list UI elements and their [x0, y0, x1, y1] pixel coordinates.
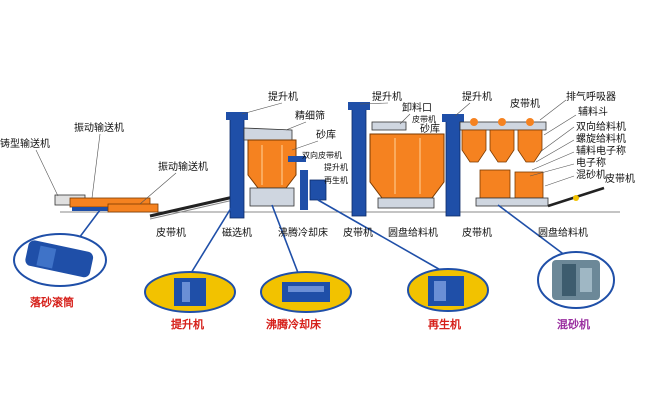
sand-bin-1	[247, 139, 297, 207]
elevator-small	[300, 170, 308, 210]
label-sand-bin-1: 砂库	[316, 128, 336, 141]
elevator-2	[348, 102, 370, 217]
label-elevator-2: 提升机	[372, 90, 402, 103]
caption-cooling-bed: 沸腾冷却床	[266, 317, 322, 331]
caption-regenerator: 再生机	[428, 317, 461, 331]
belt-conveyor-1	[149, 194, 239, 220]
label-belt-conveyor-5: 皮带机	[605, 172, 635, 185]
cooling-bed-bubble	[260, 271, 352, 313]
label-boiling-cooling-bed: 沸腾冷却床	[278, 226, 328, 239]
label-belt-small: 皮带机	[412, 114, 436, 124]
label-belt-conveyor-3: 皮带机	[462, 226, 492, 239]
label-aux-scale: 辅料电子称	[576, 144, 626, 157]
belt-conveyor-5	[547, 186, 605, 208]
label-belt-conveyor-4: 皮带机	[510, 97, 540, 110]
label-disc-feeder-1: 圆盘给料机	[388, 226, 438, 239]
label-sand-mixer: 混砂机	[576, 168, 606, 181]
label-elevator-3: 提升机	[462, 90, 492, 103]
drum-bubble	[13, 233, 107, 287]
label-screw-feeder: 螺旋给料机	[576, 132, 626, 145]
double-belt-feeder	[288, 156, 306, 162]
pointer-lines	[69, 199, 575, 279]
label-belt-conveyor-1: 皮带机	[156, 226, 186, 239]
caption-drum: 落砂滚筒	[30, 295, 74, 309]
vibrating-conveyor-2	[107, 203, 159, 213]
label-leader-lines	[35, 99, 577, 205]
label-unloading-port: 卸料口	[402, 101, 432, 114]
sand-bin-2	[369, 133, 445, 209]
label-elevator-1: 提升机	[268, 90, 298, 103]
caption-mixer: 混砂机	[557, 317, 590, 331]
label-casting-conveyor: 铸型输送机	[0, 137, 50, 150]
label-aux-hopper: 辅料斗	[578, 105, 608, 118]
sand-mixer-machine	[475, 169, 549, 207]
label-elevator-small: 提升机	[324, 162, 348, 172]
label-fine-screen: 精细筛	[295, 109, 325, 122]
aux-hoppers	[459, 118, 547, 163]
label-vibrating-conveyor-2: 振动输送机	[158, 160, 208, 173]
fine-screen	[243, 127, 293, 141]
label-vibrating-conveyor-1: 振动输送机	[74, 121, 124, 134]
label-e-scale: 电子称	[576, 156, 606, 169]
label-belt-conveyor-2: 皮带机	[343, 226, 373, 239]
label-exhaust-breather: 排气呼吸器	[566, 90, 616, 103]
elevator-1	[226, 112, 248, 219]
label-double-feeder: 双向给料机	[576, 120, 626, 133]
label-disc-feeder-2: 圆盘给料机	[538, 226, 588, 239]
label-sand-bin-2: 砂库	[420, 122, 440, 135]
unloading-port	[371, 121, 407, 131]
caption-elevator: 提升机	[171, 317, 204, 331]
label-magnetic-separator: 磁选机	[222, 226, 252, 239]
label-double-belt-feeder: 双向皮带机	[302, 150, 342, 160]
regenerator-bubble	[407, 268, 489, 312]
elevator-3	[442, 114, 464, 217]
label-regenerator-small: 再生机	[324, 175, 348, 185]
elevator-bubble	[144, 271, 236, 313]
mixer-bubble	[537, 251, 615, 309]
